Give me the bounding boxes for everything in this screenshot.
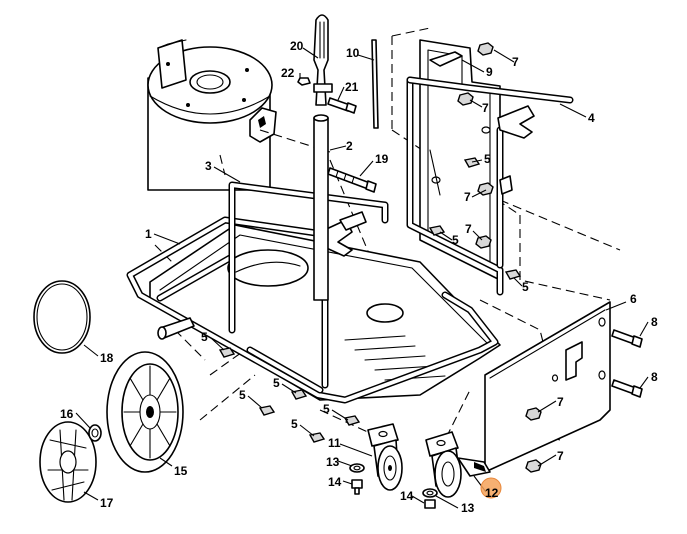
callout-13-a: 13 — [326, 455, 340, 469]
frame-slots — [344, 335, 446, 381]
nut-7-b — [457, 92, 474, 106]
callout-17: 17 — [100, 496, 114, 510]
tank-assembly — [147, 39, 277, 191]
caster-12 — [425, 431, 491, 498]
nut-22 — [297, 77, 311, 86]
callout-2: 2 — [346, 139, 353, 153]
callout-5-h: 5 — [291, 417, 298, 431]
nut-7-a — [477, 42, 494, 56]
callout-labels: 1 2 3 4 5 5 5 5 5 5 5 5 6 7 7 7 7 7 7 8 … — [60, 39, 658, 515]
post-tube — [313, 117, 329, 301]
post-assembly — [297, 14, 379, 301]
callout-5-g: 5 — [323, 402, 330, 416]
leader-lines — [75, 47, 649, 509]
callout-15: 15 — [174, 464, 188, 478]
fasteners — [218, 42, 643, 509]
cap-5-a — [463, 157, 481, 168]
callout-7-f: 7 — [557, 449, 564, 463]
callout-6: 6 — [630, 292, 637, 306]
callout-20: 20 — [290, 39, 304, 53]
cap-5-c — [504, 269, 522, 280]
callout-7-a: 7 — [512, 55, 519, 69]
rear-frame — [406, 39, 574, 296]
callout-13-b: 13 — [461, 501, 475, 515]
wheel-15 — [106, 351, 184, 473]
callout-19: 19 — [375, 152, 389, 166]
nut-7-f — [525, 459, 542, 473]
cap-5-f — [258, 405, 276, 416]
bolt-14-b — [424, 499, 436, 509]
callout-14-b: 14 — [400, 489, 414, 503]
callout-18: 18 — [100, 351, 114, 365]
callout-21: 21 — [345, 80, 359, 94]
callout-7-b: 7 — [482, 101, 489, 115]
callout-1: 1 — [145, 227, 152, 241]
callout-9: 9 — [486, 65, 493, 79]
callout-5-b: 5 — [452, 233, 459, 247]
callout-5-c: 5 — [522, 280, 529, 294]
rod-10 — [371, 39, 379, 129]
tank-opening — [189, 70, 231, 94]
cap-5-g — [343, 415, 361, 426]
bolt-14-a — [351, 479, 363, 489]
highlight-marker — [480, 477, 502, 499]
nut-7-e — [525, 407, 542, 421]
hubcap-17 — [39, 421, 97, 503]
washer-13-a — [349, 463, 365, 473]
callout-8-b: 8 — [651, 370, 658, 384]
callout-7-e: 7 — [557, 395, 564, 409]
top-bracket-9 — [429, 51, 463, 67]
nut-7-d — [475, 235, 492, 249]
callout-12: 12 — [485, 486, 499, 500]
callout-16: 16 — [60, 407, 74, 421]
side-panel — [484, 301, 611, 473]
caster-11 — [367, 423, 403, 491]
rear-bracket — [497, 105, 535, 139]
clip-16 — [88, 424, 102, 442]
callout-7-c: 7 — [464, 190, 471, 204]
callout-5-f: 5 — [239, 388, 246, 402]
tank-fitting — [157, 39, 187, 89]
callout-5-e: 5 — [273, 376, 280, 390]
callout-5-a: 5 — [484, 152, 491, 166]
callout-3: 3 — [205, 159, 212, 173]
gasket-18 — [33, 280, 91, 354]
callout-14-a: 14 — [328, 475, 342, 489]
callout-11: 11 — [328, 436, 341, 450]
callout-7-d: 7 — [465, 222, 472, 236]
washer-13-b — [422, 488, 438, 498]
panel-cutout — [565, 341, 583, 381]
frame-small-opening — [366, 303, 404, 323]
callout-10: 10 — [346, 46, 360, 60]
callout-5-d: 5 — [201, 330, 208, 344]
callout-4: 4 — [588, 111, 595, 125]
callout-8-a: 8 — [651, 315, 658, 329]
frame-round-opening — [227, 249, 309, 287]
main-frame — [126, 167, 501, 404]
callout-22: 22 — [281, 66, 295, 80]
